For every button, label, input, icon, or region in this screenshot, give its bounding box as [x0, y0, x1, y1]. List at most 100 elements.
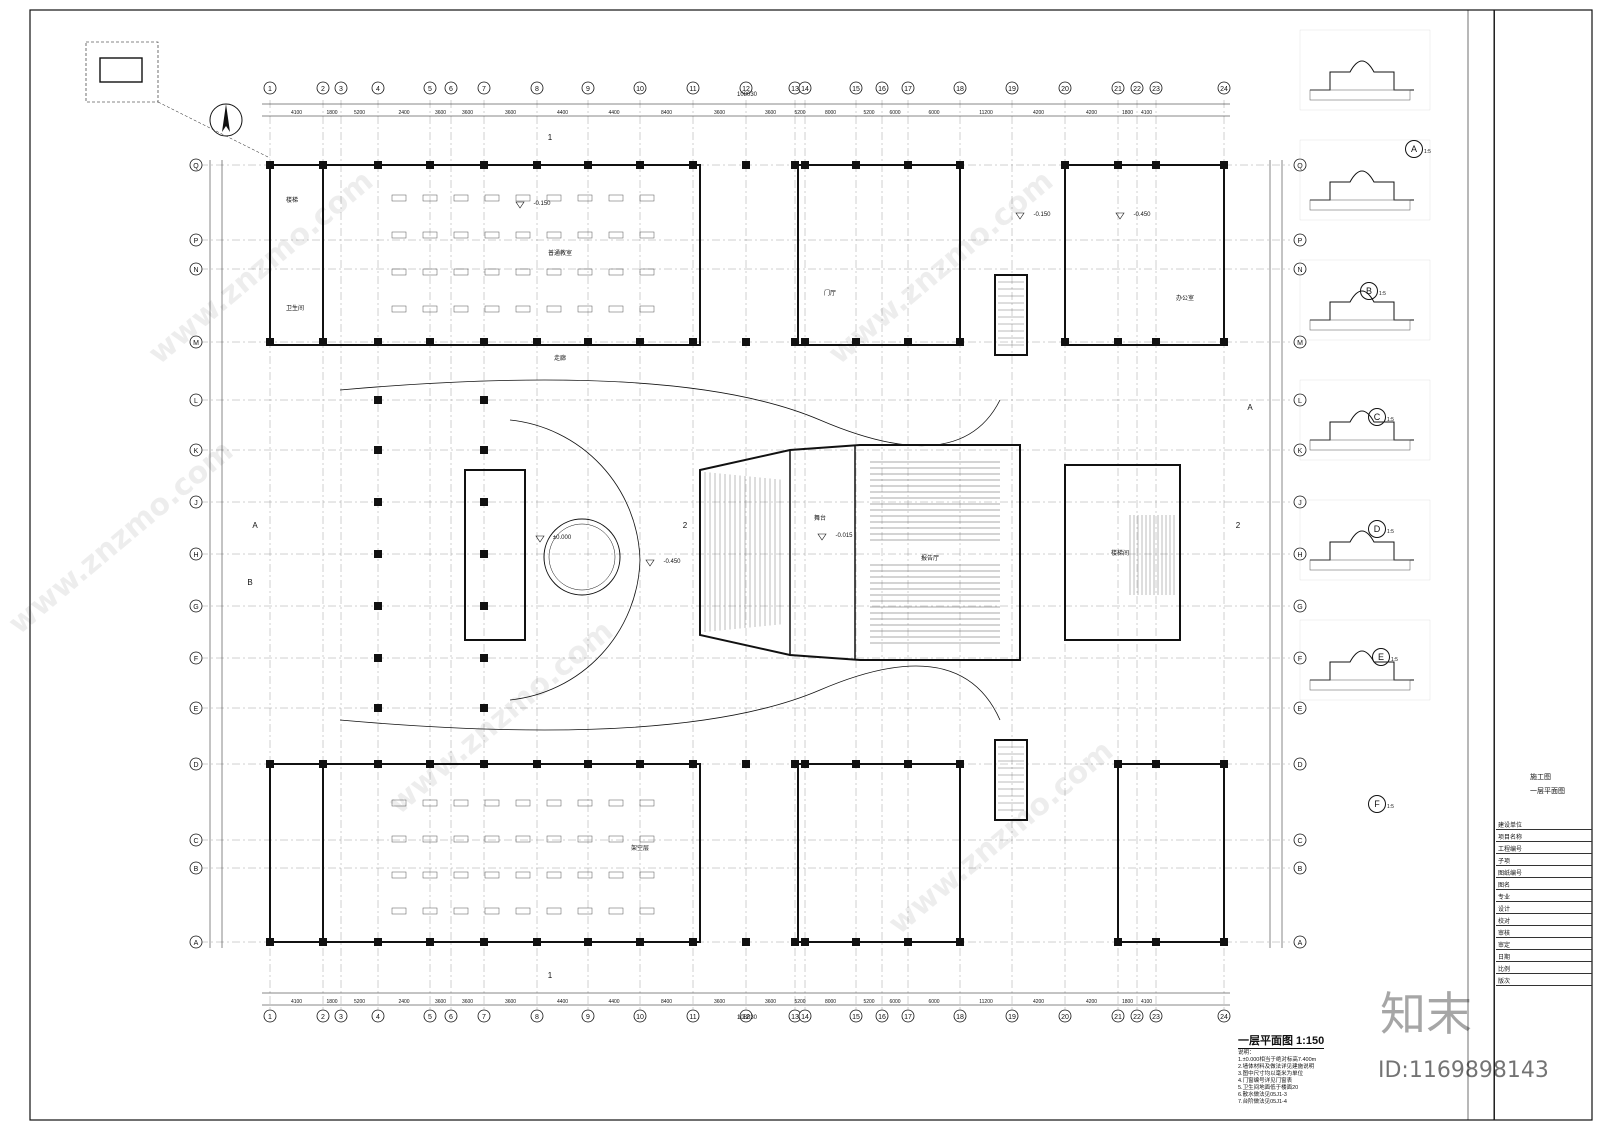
grid-label-bottom: 10	[636, 1014, 644, 1021]
structural-column	[533, 338, 541, 346]
grid-bubble-bottom	[875, 1009, 889, 1023]
grid-label-right: C	[1297, 838, 1302, 845]
grid-bubble-bottom	[263, 1009, 277, 1023]
classroom-desk	[639, 305, 655, 313]
grid-label-right: G	[1297, 604, 1302, 611]
detail-tag-e: E	[1372, 648, 1390, 666]
classroom-desk	[577, 305, 593, 313]
grid-bubble-bottom	[1005, 1009, 1019, 1023]
dimension-text-top: 4200	[1086, 110, 1097, 116]
detail-slab	[1309, 439, 1411, 451]
grid-label-left: G	[193, 604, 198, 611]
waterstop-profile	[1310, 170, 1414, 201]
grid-label-bottom: 20	[1061, 1014, 1069, 1021]
ramp-south	[994, 739, 1028, 821]
dimension-text-top: 11200	[979, 110, 993, 116]
classroom-desk	[391, 871, 407, 879]
dimension-text-top: 4100	[1141, 110, 1152, 116]
structural-column	[689, 938, 697, 946]
grid-bubble-left	[189, 861, 203, 875]
grid-label-top: 3	[339, 86, 343, 93]
grid-bubble-top	[1217, 81, 1231, 95]
waterstop-profile	[1310, 60, 1414, 91]
section-mark-2-center: 2	[683, 521, 688, 530]
southeast-block	[1117, 763, 1225, 943]
structural-column	[533, 938, 541, 946]
classroom-desk	[484, 835, 500, 843]
title-block-row: 图纸编号	[1496, 868, 1592, 878]
dimension-text-bottom: 4200	[1086, 999, 1097, 1005]
dimension-text-top: 8400	[661, 110, 672, 116]
grid-label-right: A	[1298, 940, 1303, 947]
classroom-desk	[515, 268, 531, 276]
grid-bubble-bottom	[849, 1009, 863, 1023]
classroom-desk	[608, 194, 624, 202]
dimension-text-bottom: 3600	[435, 999, 446, 1005]
central-fountain	[543, 518, 621, 596]
classroom-desk	[453, 305, 469, 313]
west-stair-tower	[464, 469, 526, 641]
grid-bubble-bottom	[1111, 1009, 1125, 1023]
grid-label-top: 10	[636, 86, 644, 93]
grid-bubble-bottom	[901, 1009, 915, 1023]
grid-bubble-bottom	[1149, 1009, 1163, 1023]
title-block	[1494, 10, 1595, 1120]
elevation-marker-icon	[1015, 212, 1025, 220]
structural-column	[852, 938, 860, 946]
structural-column	[689, 161, 697, 169]
grid-bubble-bottom	[1217, 1009, 1231, 1023]
grid-bubble-bottom	[686, 1009, 700, 1023]
grid-label-bottom: 17	[904, 1014, 912, 1021]
dimension-text-bottom: 4200	[1033, 999, 1044, 1005]
classroom-desk	[639, 871, 655, 879]
classroom-desk	[391, 835, 407, 843]
structural-column	[1114, 161, 1122, 169]
classroom-desk	[453, 871, 469, 879]
grid-bubble-top	[875, 81, 889, 95]
room-label: 楼梯	[286, 196, 298, 204]
grid-label-top: 21	[1114, 86, 1122, 93]
dimension-text-top: 3600	[714, 110, 725, 116]
structural-column	[584, 938, 592, 946]
classroom-desk	[422, 231, 438, 239]
grid-label-left: D	[193, 762, 198, 769]
classroom-desk	[577, 268, 593, 276]
structural-column	[742, 760, 750, 768]
grid-bubble-top	[1111, 81, 1125, 95]
auditorium-shell	[699, 444, 1021, 661]
grid-bubble-left	[189, 158, 203, 172]
detail-tag-f: F	[1368, 795, 1386, 813]
grid-label-bottom: 4	[376, 1014, 380, 1021]
grid-label-bottom: 15	[852, 1014, 860, 1021]
structural-column	[426, 938, 434, 946]
note-item: 2.墙体材料及做法详见建施说明	[1238, 1064, 1315, 1070]
classroom-desk	[577, 835, 593, 843]
structural-column	[374, 338, 382, 346]
classroom-desk	[391, 907, 407, 915]
grid-label-top: 17	[904, 86, 912, 93]
classroom-desk	[484, 799, 500, 807]
ramp-north	[994, 274, 1028, 356]
title-block-row: 工程编号	[1496, 844, 1592, 854]
structural-column	[480, 161, 488, 169]
grid-label-bottom: 1	[268, 1014, 272, 1021]
watermark-id: ID:1169898143	[1378, 1058, 1549, 1083]
title-block-row: 审核	[1496, 928, 1592, 938]
room-label: 楼梯间	[1111, 549, 1129, 557]
structural-column	[480, 602, 488, 610]
note-item: 4.门窗编号详见门窗表	[1238, 1078, 1293, 1084]
south-office-block	[797, 763, 961, 943]
dimension-text-bottom: 6000	[928, 999, 939, 1005]
grid-bubble-bottom	[423, 1009, 437, 1023]
structural-column	[791, 760, 799, 768]
section-mark-west-b: B	[247, 578, 252, 587]
grid-label-left: B	[194, 866, 199, 873]
structural-column	[801, 338, 809, 346]
classroom-desk	[484, 231, 500, 239]
grid-label-right: D	[1297, 762, 1302, 769]
grid-bubble-bottom	[1130, 1009, 1144, 1023]
grid-bubble-right	[1293, 233, 1307, 247]
room-label: 走廊	[554, 354, 566, 362]
